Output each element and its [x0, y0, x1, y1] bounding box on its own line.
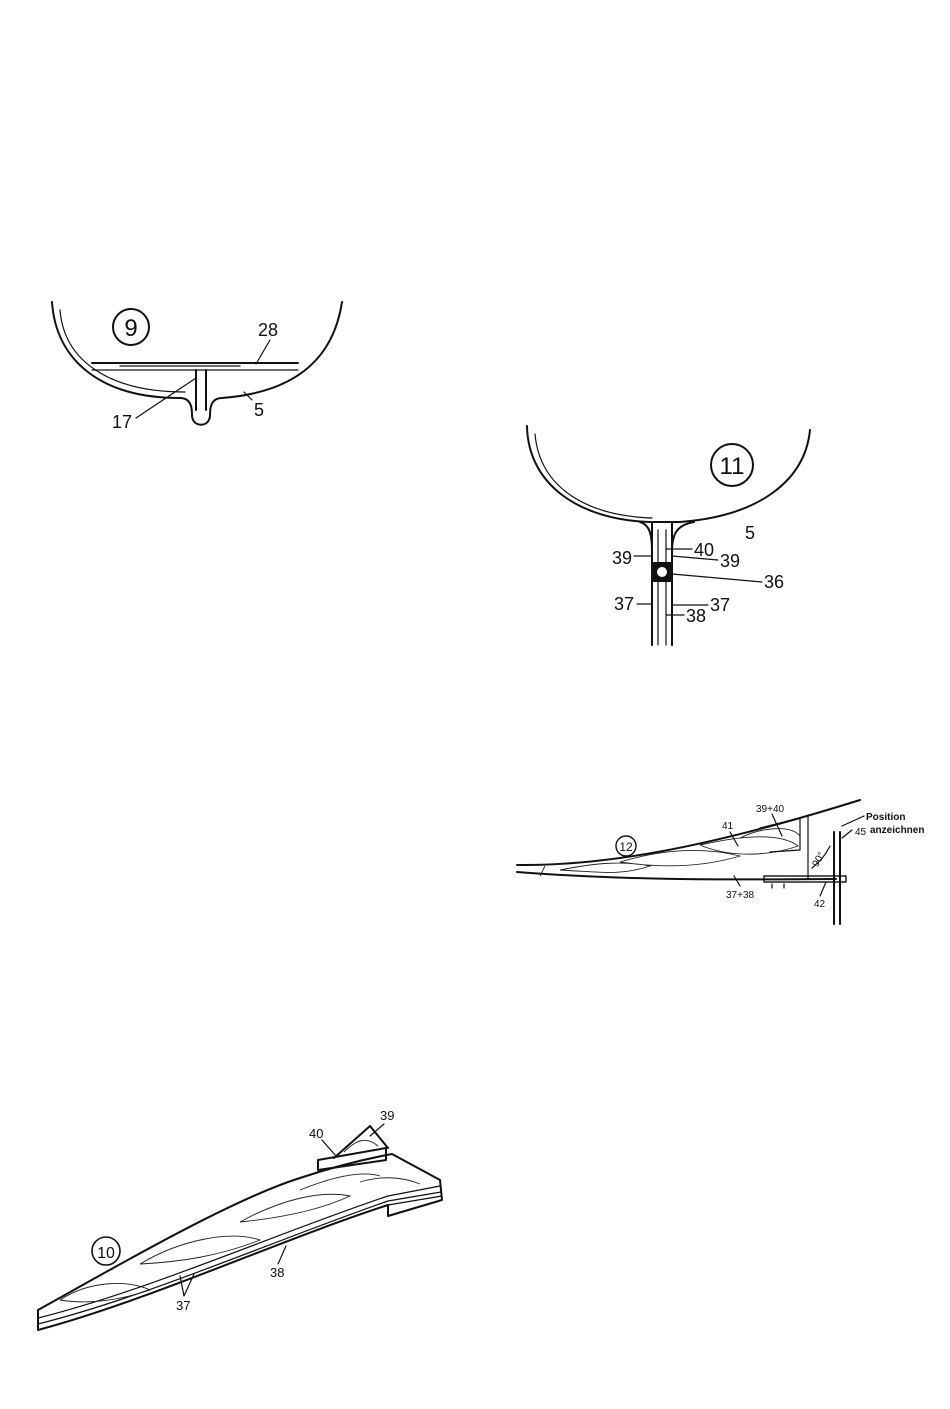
block-40: [318, 1148, 386, 1170]
leader-36: [672, 574, 762, 582]
strut-inner-38: [658, 530, 666, 645]
hull-section-11: [527, 426, 810, 522]
label-39-left: 39: [612, 548, 632, 568]
floor-board-28-lower: [92, 366, 298, 370]
leader-45: [842, 830, 852, 838]
label-39-right: 39: [720, 551, 740, 571]
figure-12: 12 39+40 41 37+38 42 45 90° Position anz…: [517, 800, 924, 924]
note-anzeichnen: anzeichnen: [870, 825, 924, 836]
hull-inner-9: [60, 310, 185, 392]
figure-11: 11 5 40 39 39 36 37 37 38: [527, 426, 810, 645]
figure-9: 9 28 17 5: [52, 302, 342, 432]
label-5: 5: [745, 523, 755, 543]
fin-grain-12: [540, 829, 800, 876]
figure-10: 10 40 39 38 37: [38, 1108, 442, 1330]
label-38: 38: [686, 606, 706, 626]
label-40: 40: [309, 1126, 323, 1141]
leader-40: [322, 1140, 336, 1156]
leader-37-38: [734, 876, 740, 886]
hull-inner-11: [535, 434, 652, 518]
figure-9-number: 9: [124, 315, 137, 342]
label-90-degrees: 90°: [811, 850, 828, 869]
label-37-38: 37+38: [726, 890, 755, 901]
leader-38: [278, 1246, 286, 1264]
label-38: 38: [270, 1265, 284, 1280]
strut-37-38: [652, 522, 672, 645]
label-37-left: 37: [614, 594, 634, 614]
figure-11-number: 11: [720, 453, 745, 480]
clamp-dots-42: [772, 884, 784, 888]
fillet-right-11: [672, 522, 694, 552]
label-40: 40: [694, 540, 714, 560]
marking-rod-45: [834, 832, 840, 924]
label-37-right: 37: [710, 595, 730, 615]
label-36: 36: [764, 572, 784, 592]
leader-17: [136, 378, 196, 418]
figure-12-number: 12: [619, 840, 633, 854]
fillet-left-11: [640, 522, 652, 552]
label-37: 37: [176, 1298, 190, 1313]
fin-plank-top: [38, 1154, 440, 1310]
label-39: 39: [380, 1108, 394, 1123]
leader-position: [842, 816, 864, 826]
label-39-40: 39+40: [756, 804, 785, 815]
figure-10-number: 10: [97, 1245, 115, 1262]
leader-28: [256, 340, 270, 364]
keel-bar-17: [196, 370, 206, 410]
fin-plank-grain: [60, 1174, 420, 1302]
bolt-36: [656, 566, 668, 578]
label-45: 45: [855, 827, 867, 838]
label-28: 28: [258, 320, 278, 340]
label-42: 42: [814, 899, 826, 910]
leader-42: [820, 882, 826, 896]
note-position: Position: [866, 812, 905, 823]
label-41: 41: [722, 821, 734, 832]
label-5: 5: [254, 400, 264, 420]
label-17: 17: [112, 412, 132, 432]
